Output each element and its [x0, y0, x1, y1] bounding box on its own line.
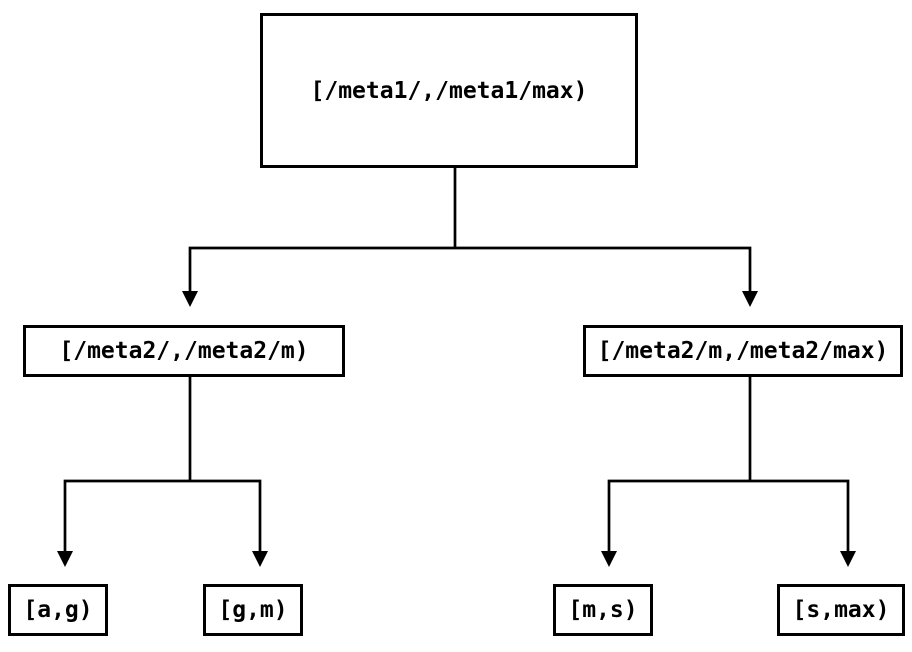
arrowhead-to-right-child-icon: [742, 291, 758, 307]
node-leaf-ms: [m,s): [553, 584, 653, 636]
edge-right-child-to-leaves: [601, 377, 856, 567]
edge-left-child-crossbar: [63, 479, 262, 552]
node-leaf-gm-label: [g,m): [218, 597, 288, 623]
edge-left-child-to-leaves: [57, 377, 268, 567]
arrowhead-to-left-child-icon: [182, 291, 198, 307]
node-root-label: [/meta1/,/meta1/max): [310, 77, 588, 104]
node-leaf-ag: [a,g): [8, 584, 108, 636]
edge-root-to-children: [182, 168, 758, 307]
node-leaf-ms-label: [m,s): [568, 597, 638, 623]
node-leaf-ag-label: [a,g): [23, 597, 93, 623]
node-right-child-label: [/meta2/m,/meta2/max): [597, 338, 889, 364]
node-right-child-interval: [/meta2/m,/meta2/max): [583, 325, 903, 377]
arrowhead-to-leaf-3-icon: [840, 551, 856, 567]
edge-root-crossbar: [188, 246, 752, 292]
node-leaf-smax-label: [s,max): [792, 597, 890, 623]
node-root-interval: [/meta1/,/meta1/max): [260, 13, 638, 168]
arrowhead-to-leaf-2-icon: [601, 551, 617, 567]
node-left-child-interval: [/meta2/,/meta2/m): [23, 325, 345, 377]
arrowhead-to-leaf-1-icon: [252, 551, 268, 567]
node-left-child-label: [/meta2/,/meta2/m): [59, 338, 309, 364]
edge-right-child-crossbar: [607, 479, 850, 552]
node-leaf-smax: [s,max): [777, 584, 905, 636]
node-leaf-gm: [g,m): [203, 584, 303, 636]
arrowhead-to-leaf-0-icon: [57, 551, 73, 567]
